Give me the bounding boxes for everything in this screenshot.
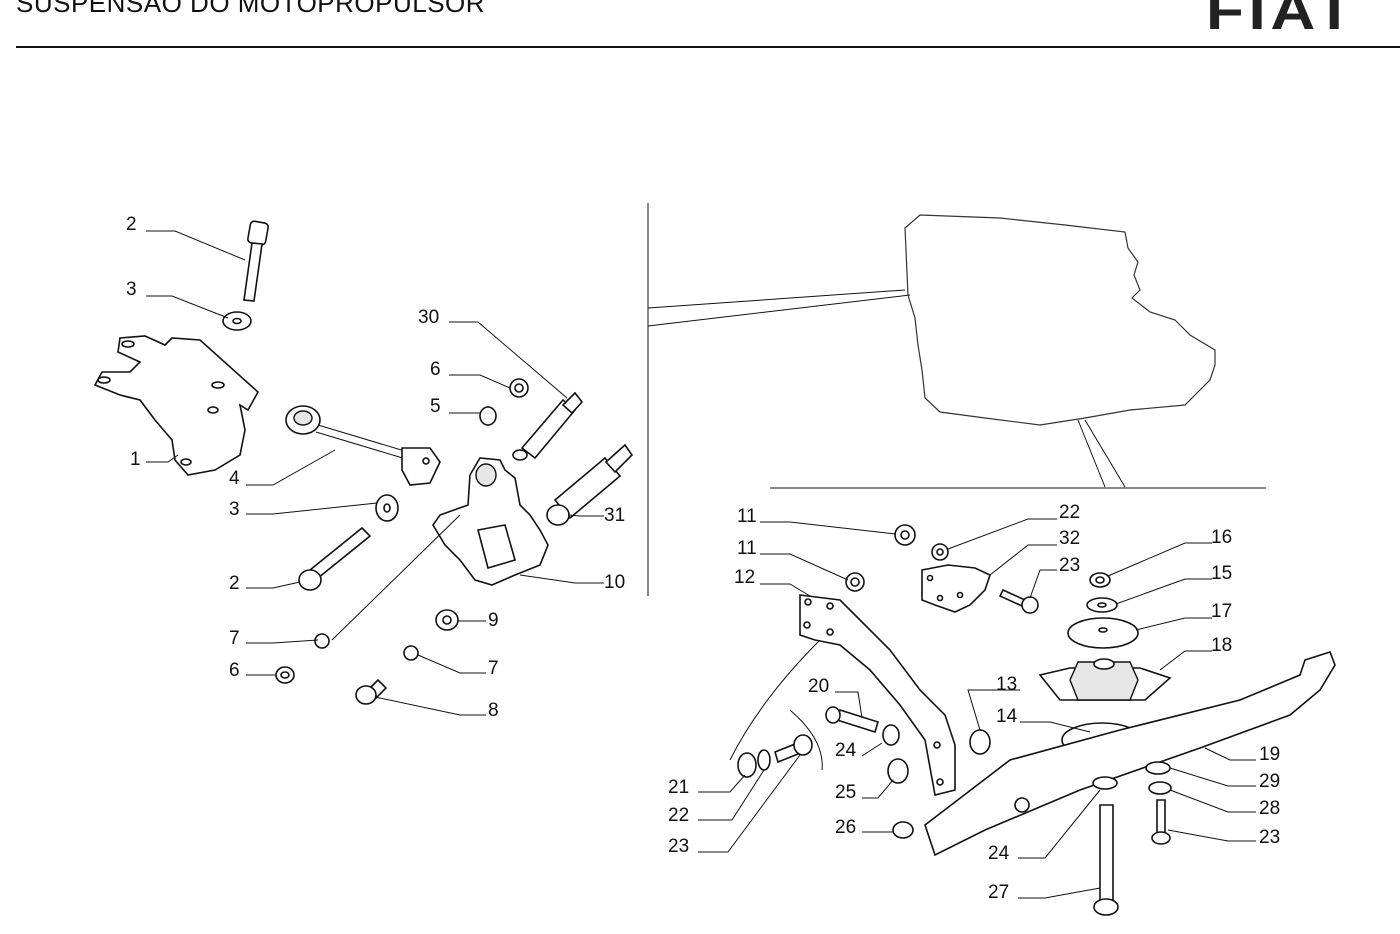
bracket-part-10 bbox=[432, 457, 549, 586]
callout-24-left: 24 bbox=[835, 740, 857, 761]
callout-labels: 2 3 1 4 3 2 7 6 30 6 5 31 10 9 7 8 11 11… bbox=[126, 214, 1280, 903]
bracket-part-32 bbox=[921, 564, 991, 613]
spacer-part-22-top bbox=[931, 543, 949, 561]
callout-9: 9 bbox=[488, 610, 499, 631]
callout-26: 26 bbox=[835, 817, 856, 838]
callout-29: 29 bbox=[1259, 771, 1280, 792]
callout-5: 5 bbox=[430, 396, 441, 417]
callout-32: 32 bbox=[1059, 528, 1080, 549]
callout-14: 14 bbox=[996, 706, 1018, 727]
mount-part-18 bbox=[1038, 658, 1172, 701]
washer-part-5 bbox=[479, 406, 497, 426]
leader-lines bbox=[146, 230, 1256, 899]
washer-part-9 bbox=[435, 609, 459, 631]
callout-16: 16 bbox=[1211, 527, 1232, 548]
callout-6-lower: 6 bbox=[229, 660, 240, 681]
callout-3: 3 bbox=[126, 279, 137, 300]
bolt-part-23-left bbox=[774, 734, 813, 764]
callout-17: 17 bbox=[1211, 601, 1232, 622]
callout-10: 10 bbox=[604, 572, 625, 593]
engine-outline bbox=[904, 214, 1216, 488]
nut-part-13 bbox=[969, 729, 991, 755]
callout-1: 1 bbox=[130, 449, 141, 470]
nut-part-11 bbox=[845, 572, 865, 592]
callout-28: 28 bbox=[1259, 798, 1280, 819]
bolt-part-2 bbox=[243, 220, 269, 302]
page-title: SUSPENSÃO DO MOTOPROPULSOR bbox=[16, 0, 486, 18]
callout-11-lower: 11 bbox=[737, 538, 757, 559]
callout-24-right: 24 bbox=[988, 843, 1010, 864]
header-divider bbox=[16, 46, 1400, 48]
bolt-part-23-right bbox=[1151, 799, 1171, 845]
nut-part-6 bbox=[509, 378, 529, 398]
nut-part-11-top bbox=[894, 524, 916, 546]
callout-2-lower: 2 bbox=[229, 573, 240, 594]
callout-12: 12 bbox=[734, 567, 755, 588]
washer-part-15 bbox=[1086, 597, 1118, 613]
nut-part-26 bbox=[892, 821, 914, 839]
callout-11: 11 bbox=[737, 506, 757, 527]
callout-31: 31 bbox=[604, 505, 625, 526]
stud-part-30 bbox=[512, 391, 584, 461]
crossmember-part-19 bbox=[924, 651, 1336, 857]
washer-part-24-right bbox=[1092, 776, 1118, 790]
callout-7: 7 bbox=[229, 628, 240, 649]
callout-19: 19 bbox=[1259, 744, 1280, 765]
callout-22: 22 bbox=[668, 805, 689, 826]
bracket-part-12 bbox=[799, 594, 956, 796]
panel-separators bbox=[647, 203, 1266, 596]
link-rod-part-4 bbox=[285, 405, 441, 486]
callout-27: 27 bbox=[988, 882, 1009, 903]
nut-part-16 bbox=[1089, 572, 1111, 588]
bolt-part-8 bbox=[355, 678, 388, 705]
stud-part-31 bbox=[546, 443, 634, 526]
lockwasher-part-7-right bbox=[403, 645, 419, 661]
lockwasher-part-7 bbox=[314, 633, 330, 649]
washer-part-3-lower bbox=[375, 494, 399, 522]
washer-part-29 bbox=[1145, 761, 1171, 775]
fiat-logo: FIAT bbox=[1206, 0, 1358, 41]
callout-23-right: 23 bbox=[1259, 827, 1280, 848]
bolt-part-27 bbox=[1093, 804, 1119, 916]
bolt-part-2-lower bbox=[298, 526, 372, 591]
callout-25: 25 bbox=[835, 782, 856, 803]
callout-2: 2 bbox=[126, 214, 137, 235]
callout-7-right: 7 bbox=[488, 658, 499, 679]
washer-part-21 bbox=[737, 752, 757, 778]
callout-30: 30 bbox=[418, 307, 439, 328]
bolt-part-23-top bbox=[998, 588, 1039, 614]
bolt-part-20 bbox=[825, 706, 879, 734]
callout-4: 4 bbox=[229, 468, 240, 489]
callout-22-top: 22 bbox=[1059, 502, 1080, 523]
callout-21: 21 bbox=[668, 777, 689, 798]
callout-15: 15 bbox=[1211, 563, 1232, 584]
callout-3-lower: 3 bbox=[229, 499, 240, 520]
washer-part-3 bbox=[222, 311, 252, 331]
callout-20: 20 bbox=[808, 676, 829, 697]
bracket-part-1 bbox=[93, 335, 260, 476]
spacer-part-22 bbox=[757, 749, 771, 771]
callout-8: 8 bbox=[488, 700, 499, 721]
cup-part-17 bbox=[1067, 617, 1139, 649]
washer-part-24-left bbox=[882, 724, 900, 746]
callout-6: 6 bbox=[430, 359, 441, 380]
callout-23: 23 bbox=[668, 836, 689, 857]
callout-13: 13 bbox=[996, 674, 1017, 695]
washer-part-28 bbox=[1148, 781, 1172, 795]
nut-part-6-lower bbox=[275, 666, 295, 684]
callout-23-top: 23 bbox=[1059, 555, 1080, 576]
spacer-part-25 bbox=[887, 758, 909, 784]
callout-18: 18 bbox=[1211, 635, 1232, 656]
